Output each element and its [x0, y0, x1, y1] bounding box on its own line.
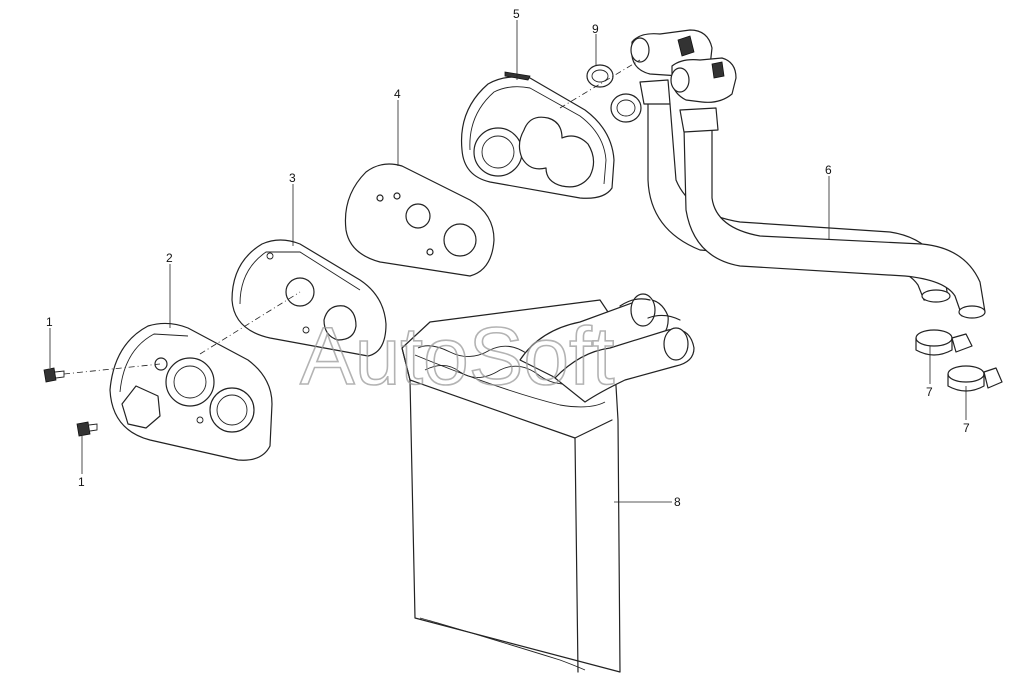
- callout-6: 6: [825, 163, 832, 177]
- foam-plate-part-3: [231, 239, 387, 357]
- callout-2: 2: [166, 251, 173, 265]
- callout-1-lower: 1: [78, 475, 85, 489]
- heater-core-part-8: [401, 293, 695, 673]
- leader-lines: [49, 20, 967, 503]
- gasket-part-4: [344, 163, 495, 277]
- screw-part-1-upper: [43, 367, 65, 383]
- o-rings-part-9: [586, 64, 642, 123]
- callout-1-upper: 1: [46, 315, 53, 329]
- seal-plate-part-5: [460, 71, 615, 199]
- callout-7-lower: 7: [963, 421, 970, 435]
- callout-3: 3: [289, 171, 296, 185]
- callout-8: 8: [674, 495, 681, 509]
- assembly-guide-lines: [63, 59, 641, 375]
- callout-4: 4: [394, 87, 401, 101]
- hose-clamp-part-7-lower: [947, 365, 1003, 392]
- callout-5: 5: [513, 7, 520, 21]
- hose-assembly-part-6: [630, 29, 986, 319]
- callout-9: 9: [592, 22, 599, 36]
- hose-clamp-part-7-upper: [915, 329, 973, 356]
- callout-7-upper: 7: [926, 385, 933, 399]
- screw-part-1-lower: [76, 421, 98, 437]
- watermark-text: AutoSoft: [300, 311, 615, 402]
- front-cover-part-2: [109, 322, 273, 461]
